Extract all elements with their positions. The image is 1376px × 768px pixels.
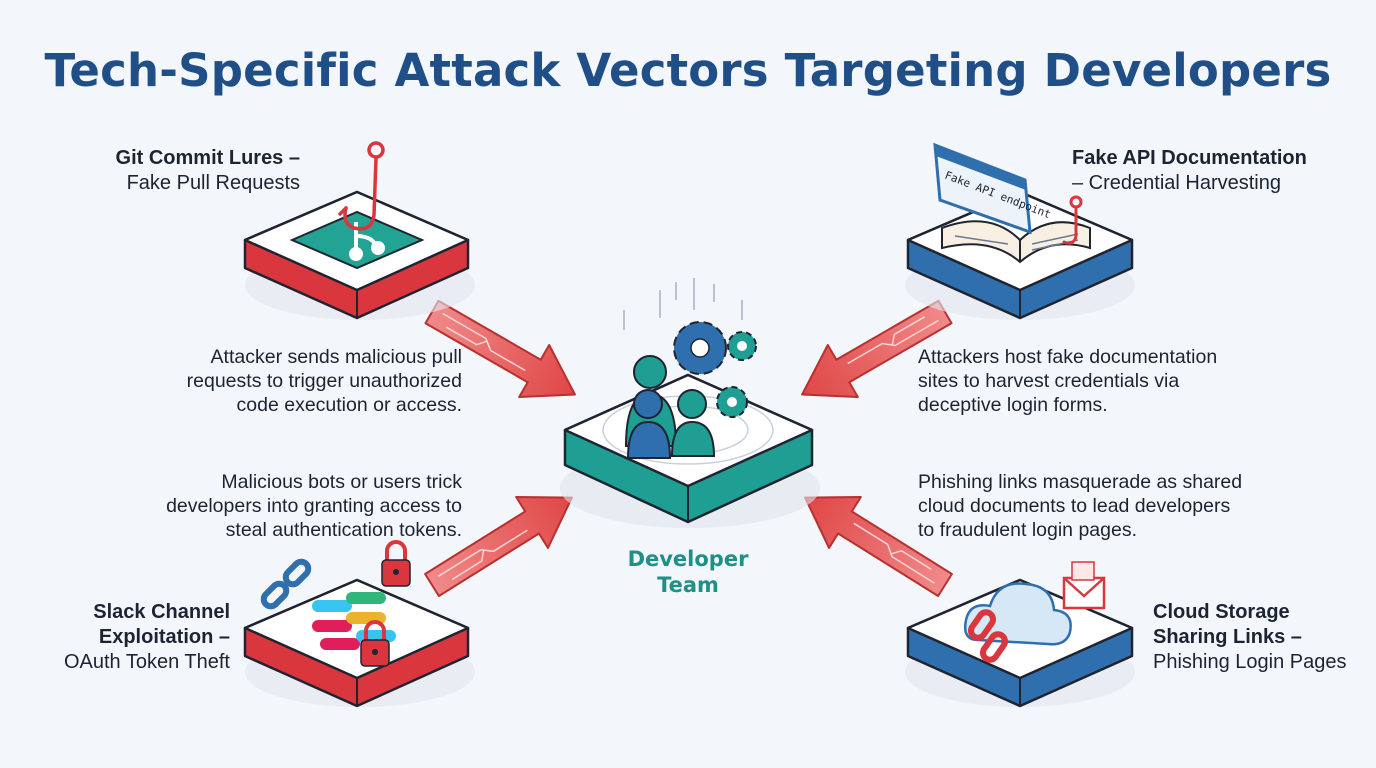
git-description-line: requests to trigger unauthorized (186, 370, 462, 392)
developer-team-line-2: Team (657, 573, 719, 597)
api-description-line: deceptive login forms. (918, 394, 1108, 416)
open-book-icon (941, 220, 1091, 264)
api-description-line: Attackers host fake documentation (918, 346, 1218, 368)
slack-node-subtitle: OAuth Token Theft (63, 651, 230, 673)
cloud-description-line: Phishing links masquerade as shared (918, 471, 1243, 493)
chain-link-icon (967, 609, 1009, 663)
api-node-label: Fake API Documentation – Credential Harv… (1072, 146, 1362, 196)
slack-node-title-1: Slack Channel (93, 601, 230, 623)
small-gear-icon (716, 386, 748, 418)
cloud-icon (964, 582, 1072, 646)
broken-chain-icon (260, 558, 312, 610)
api-node-subtitle: – Credential Harvesting (1072, 172, 1281, 194)
platform-api: Fake API endpoint (905, 142, 1135, 320)
api-description: Attackers host fake documentation sites … (918, 345, 1278, 417)
git-description-line: code execution or access. (236, 394, 462, 416)
api-node-title: Fake API Documentation (1072, 147, 1307, 169)
cloud-node-label: Cloud Storage Sharing Links – Phishing L… (1153, 600, 1368, 675)
cloud-node-title-1: Cloud Storage (1153, 601, 1290, 623)
small-gear-icon (727, 331, 757, 361)
developer-team-line-1: Developer (627, 547, 749, 571)
git-node-label: Git Commit Lures – Fake Pull Requests (90, 146, 300, 196)
developer-person-icon (626, 389, 672, 459)
cloud-description-line: to fraudulent login pages. (918, 519, 1137, 541)
fishing-hook-icon (338, 141, 385, 231)
page-title: Tech-Specific Attack Vectors Targeting D… (44, 44, 1332, 97)
cloud-node-title-2: Sharing Links – (1153, 626, 1302, 648)
cloud-node-subtitle: Phishing Login Pages (1153, 651, 1347, 673)
git-description-line: Attacker sends malicious pull (210, 346, 462, 368)
platform-slack (243, 540, 475, 708)
developer-person-icon (670, 389, 716, 457)
fishing-hook-icon (1062, 195, 1083, 245)
platform-cloud (905, 561, 1135, 708)
git-node-subtitle: Fake Pull Requests (126, 172, 300, 194)
signal-lines (623, 278, 743, 330)
padlock-icon (360, 620, 390, 667)
api-description-line: sites to harvest credentials via (918, 370, 1180, 392)
slack-description-line: steal authentication tokens. (225, 519, 462, 541)
git-description: Attacker sends malicious pull requests t… (120, 345, 462, 417)
large-gear-icon (673, 321, 727, 375)
slack-description-line: developers into granting access to (166, 495, 462, 517)
cloud-description-line: cloud documents to lead developers (918, 495, 1231, 517)
slack-node-title-2: Exploitation – (98, 626, 230, 648)
slack-description: Malicious bots or users trick developers… (100, 470, 462, 542)
slack-description-line: Malicious bots or users trick (221, 471, 462, 493)
phishing-envelope-icon (1062, 561, 1106, 610)
git-node-title: Git Commit Lures – (115, 147, 300, 169)
platform-center (560, 278, 820, 528)
platform-git (243, 141, 475, 320)
developer-team-label: Developer Team (588, 546, 788, 598)
cloud-description: Phishing links masquerade as shared clou… (918, 470, 1298, 542)
padlock-icon (381, 540, 411, 587)
slack-node-label: Slack Channel Exploitation – OAuth Token… (30, 600, 230, 675)
